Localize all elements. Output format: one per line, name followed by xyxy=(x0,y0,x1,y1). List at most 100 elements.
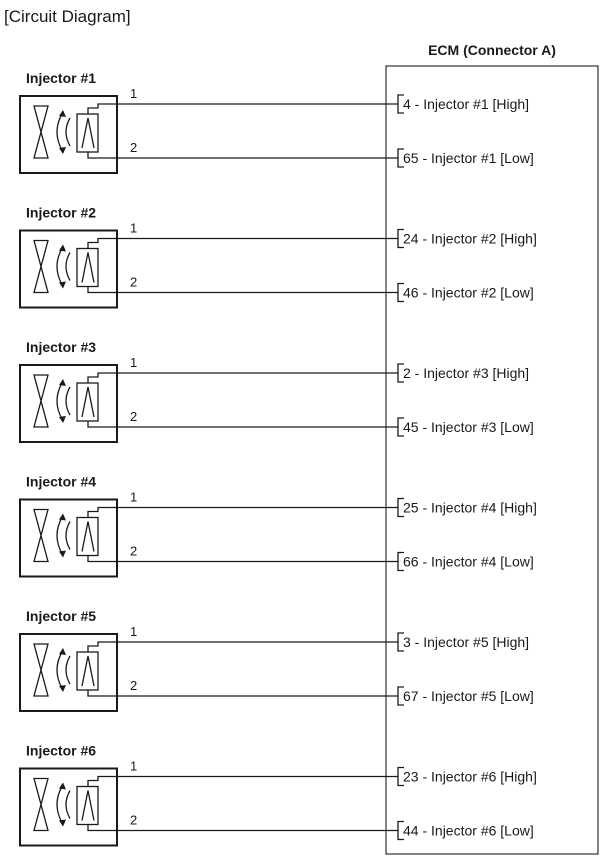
arrowhead-icon xyxy=(59,110,66,117)
magnetic-arc-icon xyxy=(56,113,63,151)
arrowhead-icon xyxy=(59,379,66,386)
arrowhead-icon xyxy=(59,281,66,289)
injector-name: Injector #1 xyxy=(26,70,96,86)
injector-name: Injector #6 xyxy=(26,743,96,759)
internal-wire-low xyxy=(87,152,117,159)
injector-row: Injector #6 1 2 23 - Injector #6 [High] 44 -… xyxy=(19,743,537,847)
coil-winding-icon xyxy=(81,117,95,149)
magnetic-arc-icon xyxy=(65,790,71,819)
internal-wire-low xyxy=(87,421,117,428)
magnetic-arc-icon xyxy=(65,521,71,550)
coil-winding-icon xyxy=(81,252,95,283)
arrowhead-icon xyxy=(59,416,66,423)
nozzle-valve-icon xyxy=(33,643,49,697)
arrowhead-icon xyxy=(59,147,66,154)
injector-symbol-box xyxy=(19,767,118,847)
nozzle-valve-icon xyxy=(33,508,49,563)
injector-symbol-box xyxy=(19,498,118,578)
ecm-pin-low-label: 46 - Injector #2 [Low] xyxy=(403,285,534,301)
arrowhead-icon xyxy=(59,648,66,655)
pin-number-1: 1 xyxy=(130,490,137,505)
injector-row: Injector #1 1 2 4 - Injector #1 [High] 65 - … xyxy=(19,70,534,174)
internal-wire-low xyxy=(87,690,117,697)
arrowhead-icon xyxy=(59,550,66,558)
ecm-terminal-bracket xyxy=(397,497,404,518)
magnetic-arc-icon xyxy=(56,382,63,420)
ecm-pin-low-label: 45 - Injector #3 [Low] xyxy=(403,419,534,435)
injector-name: Injector #4 xyxy=(26,474,96,490)
ecm-header: ECM (Connector A) xyxy=(428,42,556,58)
magnetic-arc-icon xyxy=(65,386,71,416)
ecm-terminal-bracket xyxy=(397,766,404,787)
injector-row: Injector #4 1 2 25 - Injector #4 [High] 66 -… xyxy=(19,474,537,578)
magnetic-arc-icon xyxy=(56,651,63,689)
magnetic-arc-icon xyxy=(65,655,71,685)
nozzle-valve-icon xyxy=(33,374,49,428)
injector-name: Injector #3 xyxy=(26,339,96,355)
ecm-connector-box xyxy=(385,65,599,855)
injector-name: Injector #5 xyxy=(26,608,96,624)
ecm-terminal-bracket xyxy=(397,94,404,114)
internal-wire-low xyxy=(87,824,117,832)
ecm-pin-low-label: 44 - Injector #6 [Low] xyxy=(403,823,534,839)
injector-symbol-box xyxy=(19,633,118,712)
pin-number-2: 2 xyxy=(130,275,137,290)
ecm-pin-low-label: 65 - Injector #1 [Low] xyxy=(403,150,534,166)
arrowhead-icon xyxy=(59,244,66,252)
internal-wire-high xyxy=(87,237,117,249)
injector-row: Injector #5 1 2 3 - Injector #5 [High] 67 - … xyxy=(19,608,534,712)
ecm-pin-high-label: 25 - Injector #4 [High] xyxy=(403,500,537,516)
magnetic-arc-icon xyxy=(56,248,63,285)
pin-number-2: 2 xyxy=(130,409,137,424)
ecm-terminal-bracket xyxy=(397,282,404,303)
ecm-terminal-bracket xyxy=(397,686,404,706)
magnetic-arc-icon xyxy=(56,517,63,554)
ecm-pin-high-label: 23 - Injector #6 [High] xyxy=(403,769,537,785)
pin-number-2: 2 xyxy=(130,813,137,828)
ecm-terminal-bracket xyxy=(397,820,404,841)
coil-winding-icon xyxy=(81,521,95,552)
internal-wire-high xyxy=(87,372,117,383)
ecm-terminal-bracket xyxy=(397,551,404,572)
internal-wire-low xyxy=(87,286,117,294)
magnetic-arc-icon xyxy=(65,252,71,281)
internal-wire-low xyxy=(87,555,117,563)
coil-winding-icon xyxy=(81,790,95,821)
coil-winding-icon xyxy=(81,655,95,687)
pin-number-1: 1 xyxy=(130,759,137,774)
ecm-terminal-bracket xyxy=(397,148,404,168)
pin-number-1: 1 xyxy=(130,221,137,236)
injector-symbol-box xyxy=(19,229,118,309)
arrowhead-icon xyxy=(59,782,66,790)
injector-row: Injector #2 1 2 24 - Injector #2 [High] 46 -… xyxy=(19,205,537,309)
pin-number-1: 1 xyxy=(130,355,137,370)
injector-rows: Injector #1 1 2 4 - Injector #1 [High] 65 - … xyxy=(19,70,537,847)
nozzle-valve-icon xyxy=(33,777,49,832)
internal-wire-high xyxy=(87,103,117,114)
magnetic-arc-icon xyxy=(56,786,63,823)
ecm-terminal-bracket xyxy=(397,417,404,437)
pin-number-1: 1 xyxy=(130,624,137,639)
ecm-pin-high-label: 3 - Injector #5 [High] xyxy=(403,634,529,650)
injector-name: Injector #2 xyxy=(26,205,96,221)
internal-wire-high xyxy=(87,775,117,787)
pin-number-2: 2 xyxy=(130,140,137,155)
magnetic-arc-icon xyxy=(65,117,71,147)
pin-number-2: 2 xyxy=(130,544,137,559)
pin-number-1: 1 xyxy=(130,86,137,101)
internal-wire-high xyxy=(87,506,117,518)
coil-winding-icon xyxy=(81,386,95,418)
injector-symbol-box xyxy=(19,95,118,174)
ecm-pin-high-label: 2 - Injector #3 [High] xyxy=(403,365,529,381)
ecm-pin-high-label: 24 - Injector #2 [High] xyxy=(403,231,537,247)
internal-wire-high xyxy=(87,641,117,652)
nozzle-valve-icon xyxy=(33,239,49,294)
pin-number-2: 2 xyxy=(130,678,137,693)
nozzle-valve-icon xyxy=(33,105,49,159)
injector-symbol-box xyxy=(19,364,118,443)
ecm-pin-high-label: 4 - Injector #1 [High] xyxy=(403,96,529,112)
diagram-title: [Circuit Diagram] xyxy=(4,7,131,26)
ecm-pin-low-label: 67 - Injector #5 [Low] xyxy=(403,688,534,704)
ecm-pin-low-label: 66 - Injector #4 [Low] xyxy=(403,554,534,570)
